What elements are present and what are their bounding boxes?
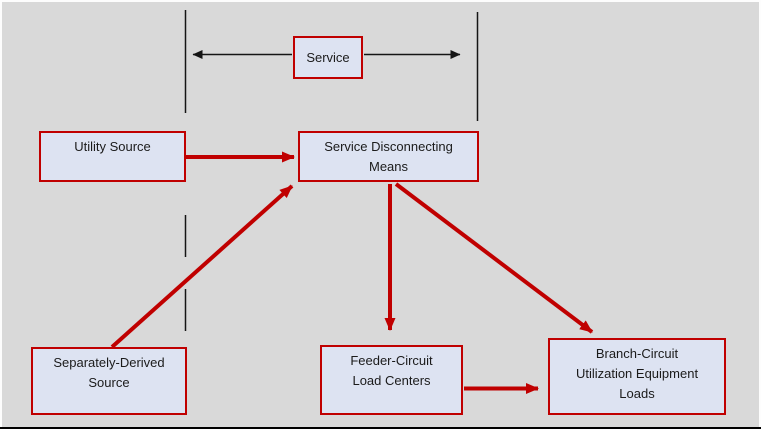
node-branch-circuit-line2: Utilization Equipment [575,366,699,381]
node-service-disconnecting-means-line2: Means [368,159,409,174]
node-separately-derived-source: Separately-Derived Source [31,347,187,415]
node-service-disconnecting-means: Service Disconnecting Means [298,131,479,182]
node-feeder-circuit-line1: Feeder-Circuit [350,353,433,368]
arrow-separately-derived-to-disconnecting-means [110,184,294,349]
slide-edge-top [0,0,761,2]
node-feeder-circuit-line2: Load Centers [352,373,431,388]
node-branch-circuit-line3: Loads [619,386,655,401]
node-utility-source-label: Utility Source [74,139,151,154]
slide-edge-right [759,0,761,429]
node-separately-derived-source-line1: Separately-Derived [53,355,165,370]
node-feeder-circuit-load-centers: Feeder-Circuit Load Centers [320,345,463,415]
node-service: Service [293,36,363,79]
arrow-disconnecting-means-to-branch [394,182,594,334]
node-branch-circuit-line1: Branch-Circuit [595,346,679,361]
node-separately-derived-source-line2: Source [88,375,130,390]
node-service-disconnecting-means-line1: Service Disconnecting [324,139,453,154]
slide-edge-bottom [0,427,761,429]
node-branch-circuit-loads: Branch-Circuit Utilization Equipment Loa… [548,338,726,415]
node-service-label: Service [306,49,350,65]
slide-edge-left [0,0,2,429]
node-utility-source: Utility Source [39,131,186,182]
